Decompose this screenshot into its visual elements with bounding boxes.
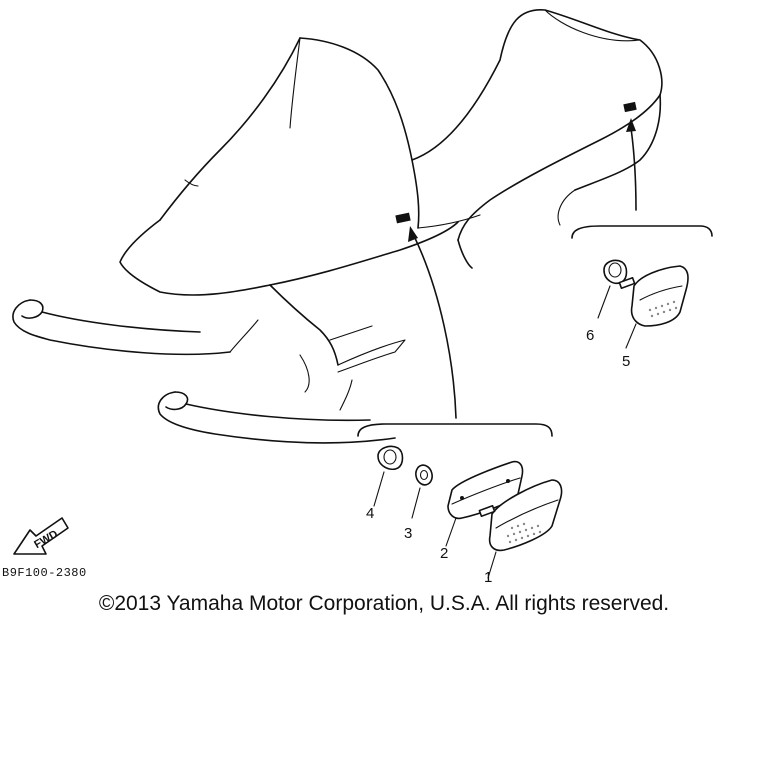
arrow-front (357, 226, 553, 437)
decal-mark-rear (623, 101, 637, 113)
part-gasket-plate (445, 460, 524, 547)
callout-6: 6 (586, 327, 594, 344)
part-washer (411, 464, 433, 519)
part-reflector-rear (618, 265, 689, 349)
figure-code: B9F100-2380 (2, 566, 87, 580)
snowmobile-outline (12, 9, 663, 444)
copyright-notice: ©2013 Yamaha Motor Corporation, U.S.A. A… (98, 592, 670, 615)
part-nut-rear (597, 259, 628, 319)
callout-1: 1 (484, 569, 492, 586)
part-reflector-front (478, 479, 563, 579)
fwd-label: FWD (32, 528, 60, 551)
callout-4: 4 (366, 505, 374, 522)
arrow-rear (571, 118, 713, 239)
callout-2: 2 (440, 545, 448, 562)
part-nut-front (373, 445, 404, 507)
callout-5: 5 (622, 353, 630, 370)
callout-3: 3 (404, 525, 412, 542)
decal-mark-front (395, 212, 411, 224)
fwd-arrow-icon: FWD (13, 517, 69, 555)
